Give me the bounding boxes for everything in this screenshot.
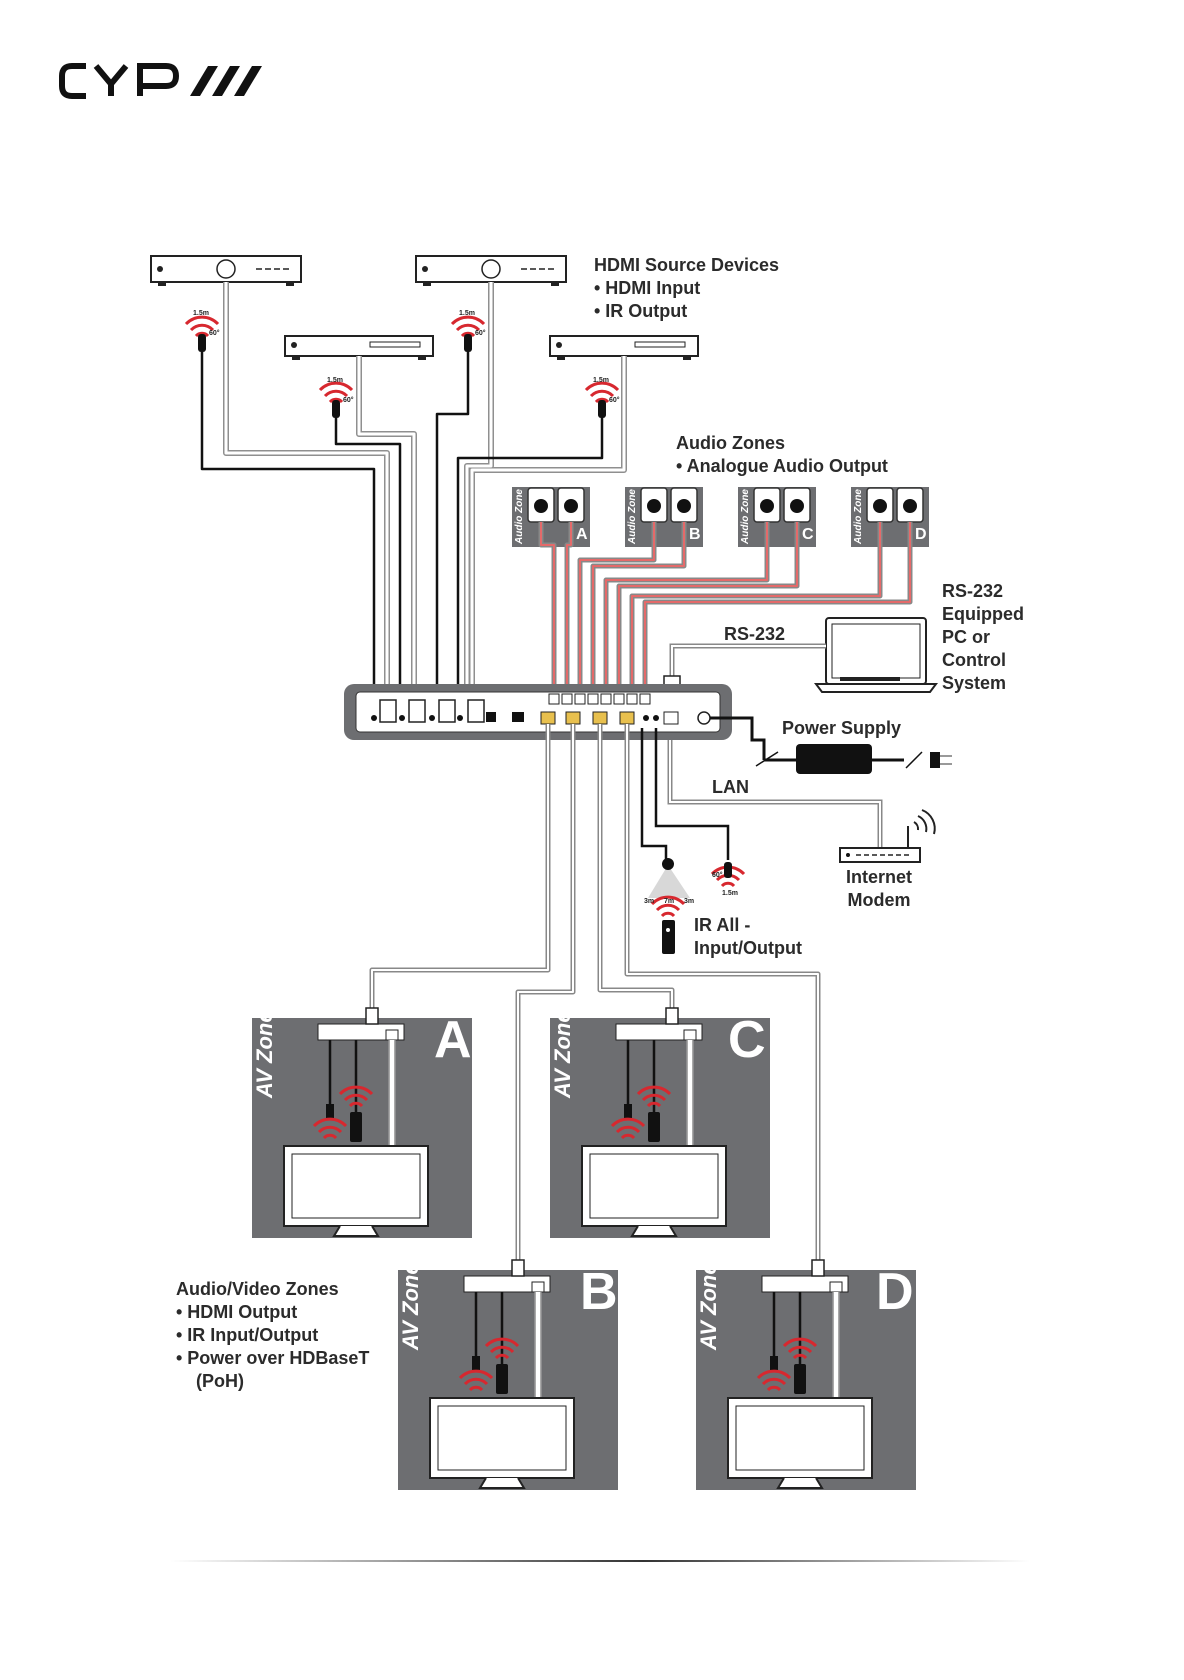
ir-emitter-1 (184, 315, 220, 352)
power-supply-label: Power Supply (782, 718, 902, 738)
internet-modem (839, 809, 936, 863)
ir-receiver-range-left: 3m (644, 898, 655, 905)
ir-range-distance-3: 1.5m (327, 377, 343, 384)
power-supply (710, 716, 952, 774)
rs232-pc-line-1: RS-232 (942, 581, 1004, 601)
audio-zones-title: Audio Zones (676, 433, 785, 453)
ir-range-angle-1: 60° (209, 330, 220, 337)
remote-control-main (650, 895, 686, 954)
matrix-unit (344, 684, 732, 740)
internet-modem-label: Internet Modem (846, 866, 912, 912)
source-device-2 (415, 255, 567, 286)
audio-zones-label: Audio Zones • Analogue Audio Output (676, 432, 888, 478)
ir-range-distance-all: 1.5m (722, 890, 738, 897)
hdmi-sources-item-2: • IR Output (594, 301, 688, 321)
footer-rule (170, 1560, 1030, 1562)
cyp-logo (59, 63, 262, 99)
rs232-pc-line-5: System (942, 673, 1007, 693)
ir-range-angle-4: 60° (609, 397, 620, 404)
ir-range-distance-2: 1.5m (459, 310, 475, 317)
ir-receiver (648, 858, 690, 898)
av-zone-b-letter: B (580, 1263, 618, 1321)
ir-emitter-all (710, 862, 746, 888)
ir-range-angle-3: 60° (343, 397, 354, 404)
speaker-zone-c-letter: C (802, 526, 814, 543)
av-zone-c-letter: C (728, 1011, 766, 1069)
laptop (814, 617, 938, 693)
av-zones-label: Audio/Video Zones • HDMI Output • IR Inp… (176, 1278, 369, 1393)
av-zones-item-4: (PoH) (176, 1371, 244, 1391)
ir-all-line-2: Input/Output (694, 938, 802, 958)
ir-all-line-1: IR All - (694, 915, 751, 935)
rs232-cable (669, 643, 826, 688)
lan-label: LAN (712, 777, 749, 797)
av-zone-b-label: AV Zone (398, 1262, 423, 1350)
av-zones-title: Audio/Video Zones (176, 1279, 339, 1299)
av-zone-a (252, 1007, 472, 1238)
internet-modem-line-2: Modem (847, 890, 911, 910)
speaker-zone-d-letter: D (915, 526, 927, 543)
speaker-zone-b-letter: B (689, 526, 701, 543)
ir-receiver-range-right: 3m (684, 898, 695, 905)
rs232-pc-line-3: PC or (942, 627, 991, 647)
hdmi-sources-title: HDMI Source Devices (594, 255, 780, 275)
speaker-zone-a-label: Audio Zone (514, 489, 525, 544)
rs232-pc-line-2: Equipped (942, 604, 1024, 624)
speaker-zone-b (625, 487, 703, 547)
ir-all-label: IR All - Input/Output (694, 914, 802, 960)
rs232-pc-label: RS-232 Equipped PC or Control System (942, 580, 1024, 695)
av-zone-d (696, 1259, 916, 1490)
hdmi-sources-label: HDMI Source Devices • HDMI Input • IR Ou… (594, 254, 779, 323)
speaker-zone-a (512, 487, 590, 547)
av-zone-c-label: AV Zone (550, 1010, 575, 1098)
av-zone-a-letter: A (434, 1011, 472, 1069)
ir-range-distance-4: 1.5m (593, 377, 609, 384)
av-zones-item-1: • HDMI Output (176, 1302, 298, 1322)
speaker-zone-c-label: Audio Zone (740, 489, 751, 544)
rs232-cable-label: RS-232 (724, 624, 786, 644)
av-zones-item-3: • Power over HDBaseT (176, 1348, 370, 1368)
hdmi-sources-item-1: • HDMI Input (594, 278, 701, 298)
ir-emitter-4 (584, 381, 620, 418)
ir-emitter-2 (450, 315, 486, 352)
source-device-4 (549, 335, 699, 360)
internet-modem-line-1: Internet (846, 867, 913, 887)
speaker-zone-a-letter: A (576, 526, 588, 543)
ir-range-angle-all: 60° (712, 872, 723, 879)
ir-range-angle-2: 60° (475, 330, 486, 337)
av-zone-a-label: AV Zone (252, 1010, 277, 1098)
source-device-1 (150, 255, 302, 286)
ir-range-distance-1: 1.5m (193, 310, 209, 317)
av-zone-d-letter: D (876, 1263, 914, 1321)
speaker-zone-d-label: Audio Zone (853, 489, 864, 544)
speaker-zone-c (738, 487, 816, 547)
av-zone-b (398, 1259, 618, 1490)
rs232-pc-line-4: Control (942, 650, 1006, 670)
av-zone-d-label: AV Zone (696, 1262, 721, 1350)
av-zones-item-2: • IR Input/Output (176, 1325, 319, 1345)
av-zone-c (550, 1007, 770, 1238)
ir-receiver-range-center: 7m (664, 898, 675, 905)
ir-emitter-3 (318, 381, 354, 418)
audio-zones-item-1: • Analogue Audio Output (676, 456, 888, 476)
speaker-zone-b-label: Audio Zone (627, 489, 638, 544)
